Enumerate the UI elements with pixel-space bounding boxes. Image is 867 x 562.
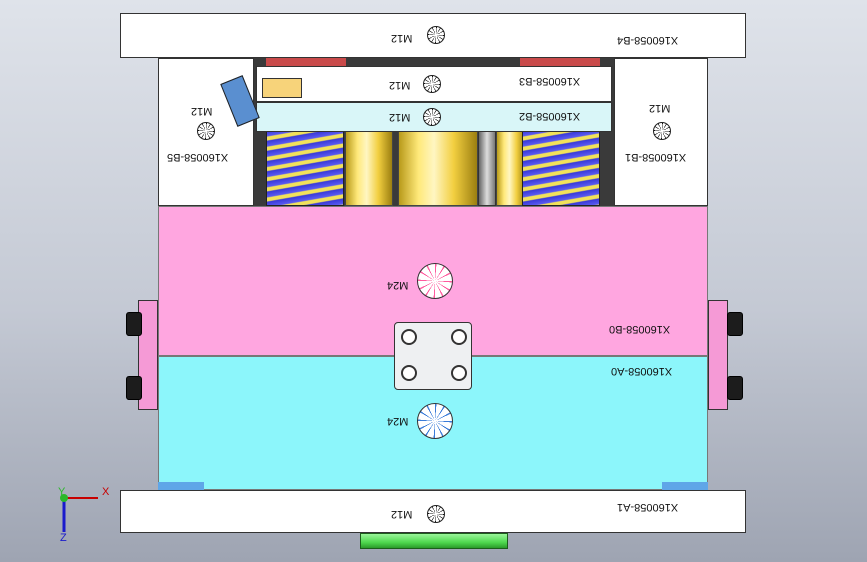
limit-switch-block[interactable] bbox=[262, 78, 302, 98]
plate-b4-screw-label: M12 bbox=[391, 32, 413, 44]
plate-b2-code: X160058-B2 bbox=[519, 110, 581, 122]
plate-a0-code: X160058-A0 bbox=[611, 365, 673, 377]
plate-b0-screw-label: M24 bbox=[387, 279, 409, 291]
plate-b3[interactable]: M12 X160058-B3 bbox=[256, 66, 612, 102]
side-bolt bbox=[126, 312, 142, 336]
screw-head-icon[interactable] bbox=[197, 122, 215, 140]
screw-head-icon[interactable] bbox=[423, 75, 441, 93]
plate-b5-screw-label: M12 bbox=[191, 105, 213, 117]
screw-head-icon[interactable] bbox=[417, 403, 453, 439]
plate-b1-screw-label: M12 bbox=[649, 102, 671, 114]
plate-b4-code: X160058-B4 bbox=[617, 34, 679, 46]
axis-y-label: Y bbox=[58, 486, 66, 498]
side-lug-right[interactable] bbox=[708, 300, 728, 410]
plate-a1-screw-label: M12 bbox=[391, 508, 413, 520]
side-bolt bbox=[727, 312, 743, 336]
screw-head-icon[interactable] bbox=[427, 26, 445, 44]
plate-b1-code: X160058-B1 bbox=[625, 151, 687, 163]
side-bolt bbox=[727, 376, 743, 400]
axis-x-label: X bbox=[102, 486, 110, 498]
a1-tab-right bbox=[662, 482, 708, 490]
plate-a0-screw-label: M24 bbox=[387, 415, 409, 427]
bolt-head bbox=[451, 329, 467, 345]
plate-b1[interactable]: M12 X160058-B1 bbox=[614, 58, 708, 206]
bolt-head bbox=[451, 365, 467, 381]
screw-head-icon[interactable] bbox=[423, 108, 441, 126]
locating-ring[interactable] bbox=[360, 533, 508, 549]
guide-pin bbox=[478, 130, 496, 206]
side-lug-left[interactable] bbox=[138, 300, 158, 410]
plate-b2[interactable]: M12 X160058-B2 bbox=[256, 102, 612, 132]
spring-left bbox=[266, 130, 344, 206]
bolt-head bbox=[401, 329, 417, 345]
plate-a1-code: X160058-A1 bbox=[617, 501, 679, 513]
plate-b0-code: X160058-B0 bbox=[609, 323, 671, 335]
a1-tab-left bbox=[158, 482, 204, 490]
axis-triad-icon bbox=[60, 494, 98, 532]
guide-pillar-center bbox=[398, 130, 478, 206]
screw-head-icon[interactable] bbox=[417, 263, 453, 299]
interlock-block[interactable] bbox=[394, 322, 472, 390]
side-bolt bbox=[126, 376, 142, 400]
screw-head-icon[interactable] bbox=[653, 122, 671, 140]
plate-b4[interactable]: M12 X160058-B4 bbox=[120, 13, 746, 58]
axis-z-label: Z bbox=[60, 532, 67, 544]
spring-top-right bbox=[520, 58, 600, 66]
guide-pillar-left bbox=[345, 130, 393, 206]
plate-b2-screw-label: M12 bbox=[389, 111, 411, 123]
spring-top-left bbox=[266, 58, 346, 66]
plate-a1[interactable]: M12 X160058-A1 bbox=[120, 490, 746, 533]
spring-right bbox=[522, 130, 600, 206]
plate-b3-code: X160058-B3 bbox=[519, 75, 581, 87]
screw-head-icon[interactable] bbox=[427, 505, 445, 523]
plate-b5-code: X160058-B5 bbox=[167, 151, 229, 163]
bolt-head bbox=[401, 365, 417, 381]
plate-b3-screw-label: M12 bbox=[389, 79, 411, 91]
